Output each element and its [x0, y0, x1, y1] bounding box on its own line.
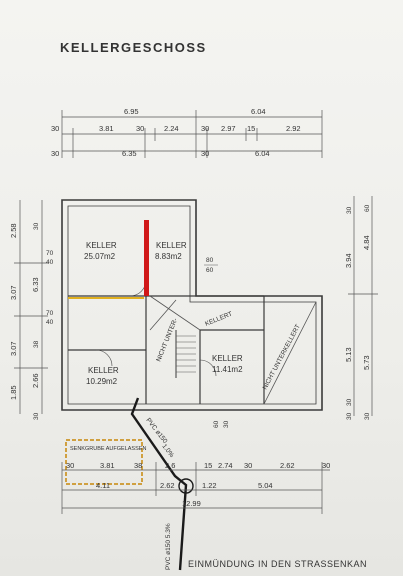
dim-left-30-a: 30: [33, 222, 40, 230]
dim-top-635: 6.35: [122, 149, 137, 158]
dim-bottom-30-c: 30: [322, 461, 330, 470]
dim-top-30-c: 30: [201, 124, 209, 133]
dim-bottom-262-b: 2.62: [160, 481, 175, 490]
dim-bottom-411: 4.11: [96, 481, 110, 490]
dim-top-15: 15: [247, 124, 255, 133]
dim-left-185: 1.85: [9, 385, 18, 400]
room-area-1: 25.07m2: [84, 252, 116, 261]
manhole: [178, 478, 194, 494]
dim-right-513: 5.13: [344, 347, 353, 362]
door-dim-60-b: 60: [213, 420, 220, 428]
dim-top-604: 6.04: [251, 107, 266, 116]
dim-bottom-30-b: 30: [244, 461, 252, 470]
pipe-label-2: PVC ø150 5.3%: [165, 523, 172, 570]
dim-right-60: 60: [364, 204, 371, 212]
top-dimension-lines: [61, 110, 323, 158]
dim-right-394: 3.94: [344, 253, 353, 268]
dim-right-484: 4.84: [362, 235, 371, 250]
dim-top-695: 6.95: [124, 107, 139, 116]
dim-right-573: 5.73: [362, 355, 371, 370]
dim-top-297: 2.97: [221, 124, 236, 133]
room-name-1: KELLER: [86, 241, 117, 250]
dim-left-266: 2.66: [31, 373, 40, 388]
dim-right-30-c: 30: [364, 412, 371, 420]
dim-right-30-b: 30: [346, 412, 353, 420]
room-area-4: 11.41m2: [212, 365, 243, 374]
trench-box: [65, 439, 143, 485]
dim-left-70-b: 70: [46, 310, 54, 317]
dim-top-30-e: 30: [201, 149, 209, 158]
dim-left-307-a: 3.07: [9, 285, 18, 300]
not-excavated-marks: [149, 295, 317, 405]
door-dim-30: 30: [223, 420, 230, 428]
dim-top-224: 2.24: [164, 124, 179, 133]
dim-left-40-b: 40: [46, 319, 54, 326]
dim-bottom-504: 5.04: [258, 481, 273, 490]
dim-bottom-122: 1.22: [202, 481, 217, 490]
plan-title: KELLERGESCHOSS: [60, 40, 207, 55]
room-name-2: KELLER: [156, 241, 187, 250]
dim-left-258: 2.58: [9, 223, 18, 238]
dim-top-292: 2.92: [286, 124, 301, 133]
dim-top-30-b: 30: [136, 124, 144, 133]
dim-bottom-381: 3.81: [100, 461, 115, 470]
pipe-label-1: PVC ø150: [144, 417, 168, 445]
right-dimension-labels: 30 3.94 4.84 5.13 5.73 30 60 30 30: [344, 204, 371, 420]
label-not-excavated-3: NICHT UNTERKELLERT: [262, 323, 302, 391]
stairs: [176, 335, 196, 373]
dim-bottom-274: 2.74: [218, 461, 233, 470]
room-area-2: 8.83m2: [155, 252, 182, 261]
outlet-label: EINMÜNDUNG IN DEN STRASSENKAN: [188, 559, 367, 569]
dim-bottom-262: 2.62: [280, 461, 295, 470]
dim-bottom-15: 15: [204, 461, 212, 470]
dim-left-633: 6.33: [31, 277, 40, 292]
dim-left-70-a: 70: [46, 250, 54, 257]
bottom-dimension-lines: [61, 462, 330, 514]
dim-right-30-d: 30: [346, 398, 353, 406]
dim-right-30-a: 30: [346, 206, 353, 214]
room-name-4: KELLER: [212, 354, 243, 363]
dim-bottom-38: 38: [134, 461, 142, 470]
dim-bottom-26: 2.6: [165, 461, 175, 470]
right-dimension-lines: [348, 196, 378, 416]
dim-bottom-30-a: 30: [66, 461, 74, 470]
dim-left-40-a: 40: [46, 259, 54, 266]
dim-left-38: 38: [33, 340, 40, 348]
dim-left-30-b: 30: [33, 412, 40, 420]
door-dim-60: 60: [206, 267, 214, 274]
left-dimension-labels: 2.58 3.07 3.07 1.85 30 6.33 70 40 70 40 …: [9, 222, 54, 420]
room-area-3: 10.29m2: [86, 377, 118, 386]
room-name-3: KELLER: [88, 366, 119, 375]
trench-label: SENKGRUBE AUFGELASSEN: [70, 446, 146, 452]
dim-top-30-d: 30: [51, 149, 59, 158]
dim-top-604-b: 6.04: [255, 149, 270, 158]
label-not-excavated-2: KELLERT: [204, 311, 233, 328]
dim-top-30-a: 30: [51, 124, 59, 133]
door-swings: [95, 279, 217, 377]
dim-left-307-b: 3.07: [9, 341, 18, 356]
door-dim-80: 80: [206, 257, 214, 264]
dim-top-381: 3.81: [99, 124, 114, 133]
red-wall-marker: [144, 220, 149, 296]
left-dimension-lines: [14, 200, 48, 414]
dim-bottom-total: 12.99: [182, 499, 201, 508]
sewer-pipe: [130, 397, 188, 571]
